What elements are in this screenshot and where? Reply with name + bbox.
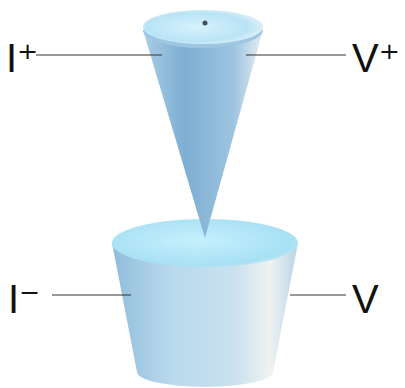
cone-side	[143, 30, 263, 238]
terminal-label: I⁻	[8, 279, 40, 319]
leader-line	[246, 55, 346, 56]
leader-line	[52, 295, 131, 296]
terminal-label: V	[352, 279, 379, 319]
terminal-label: I⁺	[6, 38, 38, 78]
cone-hole	[203, 21, 208, 26]
terminal-label: V⁺	[352, 38, 400, 78]
cone-top	[143, 10, 263, 44]
leader-line	[290, 295, 346, 296]
leader-line	[36, 55, 162, 56]
